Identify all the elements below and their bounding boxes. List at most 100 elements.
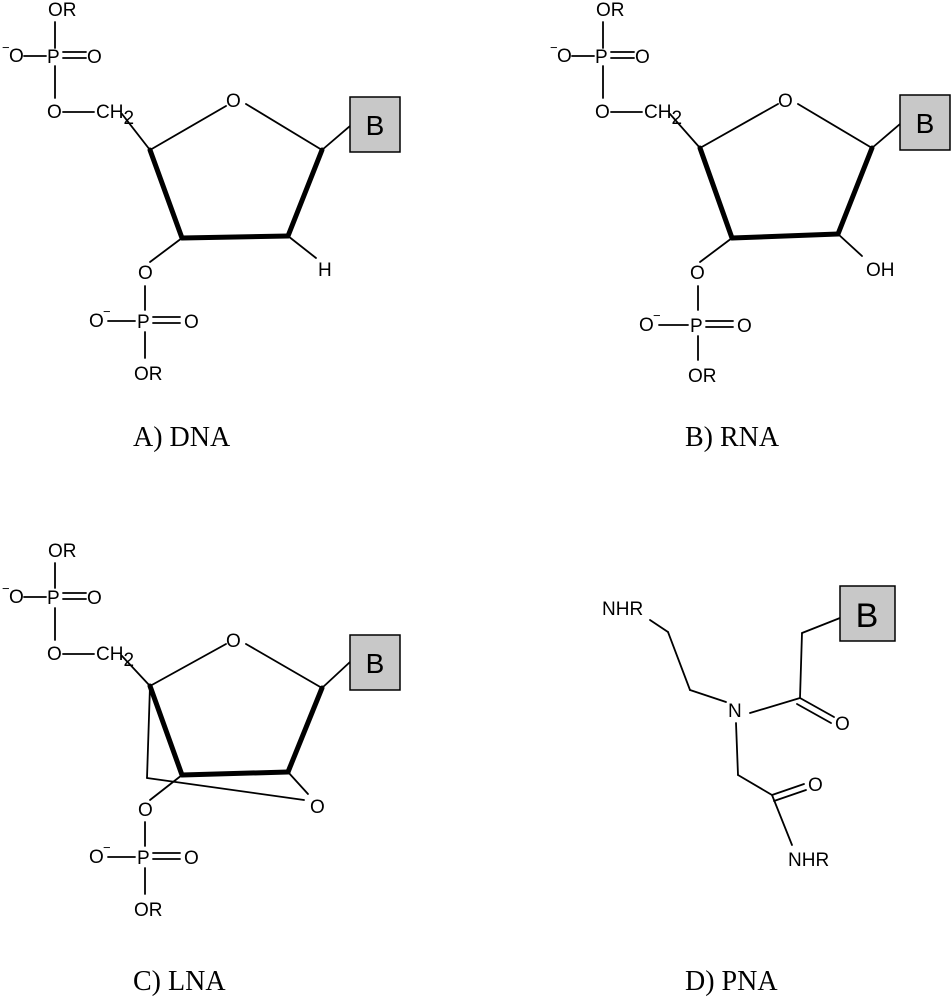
o-label: O bbox=[184, 312, 199, 333]
ring-bond bbox=[699, 103, 779, 149]
bond bbox=[837, 233, 863, 257]
bond bbox=[121, 113, 151, 151]
ring-bond-bold bbox=[179, 769, 291, 778]
o-label: O bbox=[184, 848, 199, 869]
ring-oxygen-label: O bbox=[226, 631, 241, 652]
or-label: OR bbox=[134, 900, 163, 921]
h-label: H bbox=[318, 260, 332, 281]
base-box bbox=[349, 96, 401, 153]
o-label: O bbox=[635, 47, 650, 68]
ring-bond bbox=[245, 103, 323, 151]
bond bbox=[649, 619, 669, 633]
bond bbox=[321, 661, 351, 689]
or-label: OR bbox=[48, 541, 77, 562]
bond bbox=[149, 237, 183, 263]
phosphorus-label: P bbox=[47, 588, 60, 609]
bond bbox=[871, 123, 901, 149]
ring-bond-bold bbox=[835, 145, 875, 237]
minus-sign: − bbox=[653, 308, 661, 323]
o-label: O bbox=[138, 800, 153, 821]
bridge-bond bbox=[146, 685, 151, 779]
ring-bond bbox=[245, 643, 323, 689]
o-label: O bbox=[47, 644, 62, 665]
base-box bbox=[839, 585, 896, 642]
bond bbox=[735, 722, 739, 776]
double-bond bbox=[771, 783, 805, 796]
minus-sign: − bbox=[550, 40, 558, 55]
base-label: B bbox=[366, 648, 385, 679]
double-bond bbox=[796, 703, 832, 724]
phosphorus-label: P bbox=[137, 848, 150, 869]
o-label: O bbox=[9, 46, 24, 67]
ring-bond-bold bbox=[147, 683, 185, 778]
base-label: B bbox=[366, 110, 385, 141]
o-label: O bbox=[835, 714, 850, 735]
o-label: O bbox=[138, 263, 153, 284]
o-label: O bbox=[690, 263, 705, 284]
nhr-label: NHR bbox=[788, 850, 829, 871]
ch2-label: CH2 bbox=[96, 102, 134, 129]
phosphorus-label: P bbox=[690, 316, 703, 337]
bond bbox=[737, 774, 773, 796]
o-label: O bbox=[737, 316, 752, 337]
phosphorus-label: P bbox=[47, 47, 60, 68]
or-label: OR bbox=[134, 364, 163, 385]
double-bond bbox=[773, 789, 807, 802]
bond bbox=[799, 632, 803, 699]
ring-bond-bold bbox=[147, 147, 185, 241]
o-label: O bbox=[639, 315, 654, 336]
bond bbox=[699, 237, 733, 263]
or-label: OR bbox=[596, 0, 625, 21]
bond bbox=[667, 631, 691, 691]
phosphorus-label: P bbox=[595, 47, 608, 68]
base-box bbox=[349, 634, 401, 691]
bond bbox=[749, 697, 801, 714]
ch2-label: CH2 bbox=[644, 102, 682, 129]
phosphorus-label: P bbox=[137, 312, 150, 333]
minus-sign: − bbox=[2, 40, 10, 55]
o-label: O bbox=[89, 847, 104, 868]
o-label: O bbox=[47, 102, 62, 123]
o-label: O bbox=[87, 588, 102, 609]
bond bbox=[121, 655, 151, 687]
bond bbox=[321, 125, 351, 151]
bond bbox=[689, 689, 727, 703]
caption-lna: C) LNA bbox=[133, 966, 226, 997]
lna-structure: OR O − P O O CH2 O O B O O − P bbox=[2, 541, 401, 997]
ring-bond bbox=[149, 643, 227, 687]
ring-bond-bold bbox=[697, 145, 735, 241]
pna-structure: NHR N B O O NHR D) PNA bbox=[602, 585, 896, 997]
ring-bond-bold bbox=[729, 231, 841, 241]
o-label: O bbox=[808, 775, 823, 796]
o-label: O bbox=[9, 587, 24, 608]
or-label: OR bbox=[48, 0, 77, 21]
minus-sign: − bbox=[103, 304, 111, 319]
minus-sign: − bbox=[103, 840, 111, 855]
rna-structure: OR O − P O O CH2 O B OH O O − P O O bbox=[550, 0, 951, 453]
caption-rna: B) RNA bbox=[685, 422, 780, 453]
ch2-label: CH2 bbox=[96, 644, 134, 671]
base-box bbox=[899, 94, 951, 151]
ring-bond bbox=[149, 105, 227, 151]
ring-bond-bold bbox=[285, 685, 325, 775]
bridge-bond bbox=[146, 777, 305, 801]
bond bbox=[771, 794, 793, 846]
or-label: OR bbox=[688, 366, 717, 387]
ring-oxygen-label: O bbox=[778, 91, 793, 112]
ring-bond-bold bbox=[179, 233, 291, 241]
ring-bond-bold bbox=[285, 147, 325, 239]
nitrogen-label: N bbox=[728, 701, 742, 722]
o-label: O bbox=[557, 46, 572, 67]
bond bbox=[669, 113, 701, 149]
base-label: B bbox=[916, 108, 935, 139]
o-label: O bbox=[89, 311, 104, 332]
base-label: B bbox=[856, 597, 879, 635]
ring-oxygen-label: O bbox=[226, 91, 241, 112]
nhr-label: NHR bbox=[602, 599, 643, 620]
double-bond bbox=[799, 697, 835, 718]
o-label: O bbox=[87, 47, 102, 68]
bridge-bond bbox=[287, 771, 309, 795]
minus-sign: − bbox=[2, 581, 10, 596]
